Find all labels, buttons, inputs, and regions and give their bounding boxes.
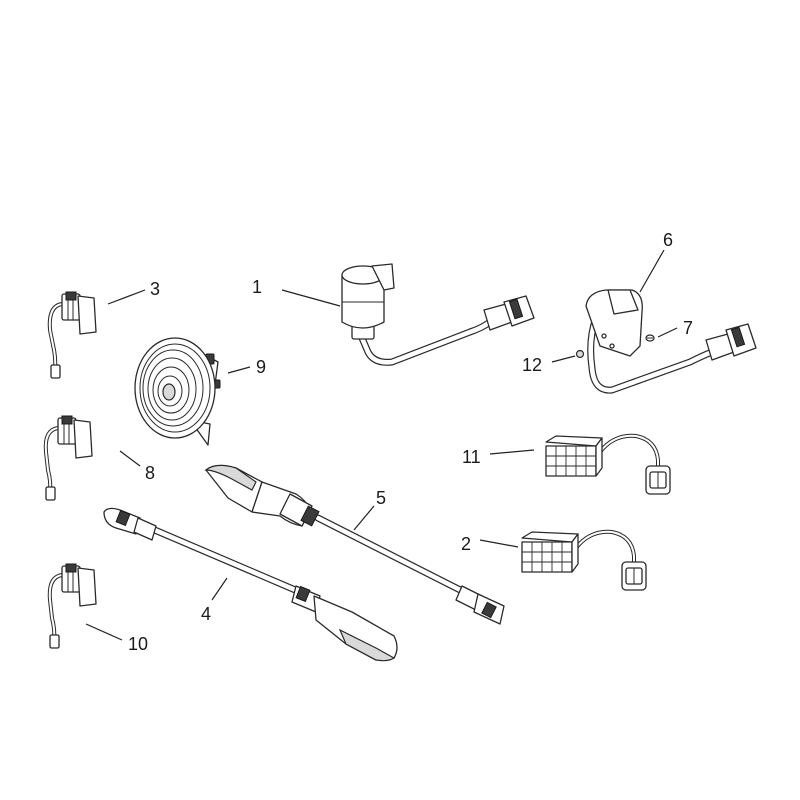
leader-8: [119, 450, 141, 467]
leader-12: [551, 355, 576, 363]
callout-12: 12: [522, 355, 542, 375]
part-11-lamp-unit[interactable]: [545, 433, 671, 495]
part-8-switch[interactable]: [43, 415, 93, 501]
leader-2: [479, 539, 519, 548]
callout-10: 10: [128, 634, 148, 654]
leader-10: [85, 623, 123, 641]
part-2-lamp-unit[interactable]: [521, 529, 647, 591]
leader-3: [107, 289, 146, 305]
callout-labels: 1 2 3 4 5 6 7 8 9 10 11 12: [128, 230, 693, 654]
leader-9: [227, 366, 251, 374]
callout-8: 8: [145, 463, 155, 483]
leader-lines: [85, 249, 678, 641]
callout-6: 6: [663, 230, 673, 250]
part-4-indicator[interactable]: [103, 507, 398, 662]
part-9-horn[interactable]: [134, 337, 221, 446]
callout-5: 5: [376, 488, 386, 508]
part-6-cover-harness[interactable]: [585, 289, 757, 394]
leader-4: [211, 577, 228, 601]
leader-5: [353, 505, 375, 531]
callout-3: 3: [150, 279, 160, 299]
part-7-screw[interactable]: [645, 334, 655, 342]
callout-7: 7: [683, 318, 693, 338]
leader-11: [489, 449, 535, 455]
part-10-switch[interactable]: [47, 563, 97, 649]
part-3-switch[interactable]: [47, 291, 97, 379]
part-12-nut[interactable]: [575, 349, 585, 359]
callout-4: 4: [201, 604, 211, 624]
leader-6: [639, 249, 665, 293]
part-1-harness[interactable]: [341, 263, 535, 366]
leader-1: [281, 289, 341, 307]
callout-2: 2: [461, 534, 471, 554]
part-5-indicator[interactable]: [204, 464, 505, 625]
callout-11: 11: [462, 447, 481, 467]
callout-9: 9: [256, 357, 266, 377]
callout-1: 1: [252, 277, 262, 297]
leader-7: [657, 327, 678, 338]
